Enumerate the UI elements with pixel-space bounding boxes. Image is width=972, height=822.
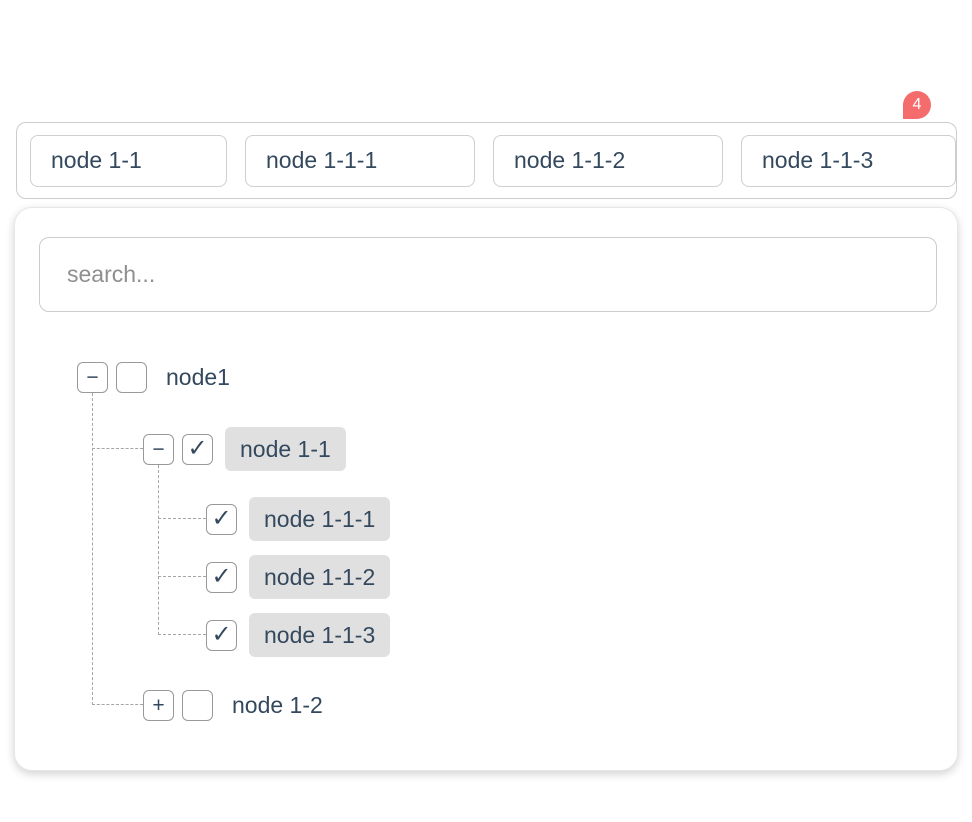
tree-node-label-highlighted[interactable]: node 1-1-1 bbox=[249, 497, 391, 541]
tree-node-row: ✓ node 1-1-1 bbox=[206, 496, 391, 542]
node-checkbox-checked[interactable]: ✓ bbox=[206, 619, 237, 651]
node-checkbox-checked[interactable]: ✓ bbox=[206, 503, 237, 535]
tree-connector-line bbox=[158, 634, 206, 635]
selected-count-badge: 4 bbox=[903, 91, 931, 119]
selected-tag[interactable]: node 1-1-1 bbox=[245, 134, 475, 187]
selected-tag[interactable]: node 1-1-2 bbox=[493, 134, 723, 187]
tree-node-row: ✓ node 1-1-3 bbox=[206, 612, 391, 658]
tree-node-row: − node1 bbox=[77, 354, 230, 400]
selected-tag[interactable]: node 1-1 bbox=[30, 134, 227, 187]
collapse-expander-button[interactable]: − bbox=[77, 361, 108, 393]
tree-node-label-highlighted[interactable]: node 1-1 bbox=[225, 427, 346, 471]
search-input[interactable] bbox=[39, 237, 937, 312]
tree-connector-line bbox=[92, 448, 143, 449]
tree-connector-line bbox=[158, 518, 206, 519]
tree-node-label[interactable]: node 1-2 bbox=[232, 691, 323, 718]
node-checkbox-unchecked[interactable] bbox=[182, 689, 213, 721]
tree-node-label[interactable]: node1 bbox=[166, 363, 230, 390]
node-checkbox-unchecked[interactable] bbox=[116, 361, 147, 393]
tree-node-label-highlighted[interactable]: node 1-1-3 bbox=[249, 613, 391, 657]
selected-tag[interactable]: node 1-1-3 bbox=[741, 134, 956, 187]
tree-connector-line bbox=[92, 393, 93, 705]
selected-tags-bar: node 1-1 node 1-1-1 node 1-1-2 node 1-1-… bbox=[16, 122, 957, 199]
expand-expander-button[interactable]: + bbox=[143, 689, 174, 721]
tree-connector-line bbox=[158, 465, 159, 635]
node-checkbox-checked[interactable]: ✓ bbox=[182, 433, 213, 465]
tree-node-row: ✓ node 1-1-2 bbox=[206, 554, 391, 600]
tree-connector-line bbox=[92, 704, 143, 705]
node-checkbox-checked[interactable]: ✓ bbox=[206, 561, 237, 593]
dropdown-panel: − node1 − ✓ node 1-1 ✓ node 1-1-1 ✓ node… bbox=[14, 207, 958, 771]
tree-node-label-highlighted[interactable]: node 1-1-2 bbox=[249, 555, 391, 599]
collapse-expander-button[interactable]: − bbox=[143, 433, 174, 465]
tree-connector-line bbox=[158, 576, 206, 577]
tree-view: − node1 − ✓ node 1-1 ✓ node 1-1-1 ✓ node… bbox=[15, 208, 957, 770]
tree-node-row: + node 1-2 bbox=[143, 682, 323, 728]
tree-node-row: − ✓ node 1-1 bbox=[143, 426, 346, 472]
